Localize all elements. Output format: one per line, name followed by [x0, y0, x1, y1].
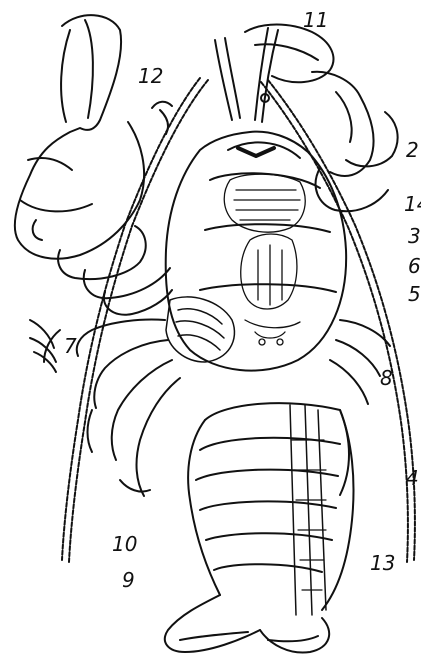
abdomen: [188, 403, 353, 615]
right-legs: [330, 320, 390, 404]
tail-fan: [165, 595, 329, 653]
label-9: 9: [122, 570, 135, 590]
label-14: 14: [404, 194, 421, 214]
right-claw: [245, 25, 398, 212]
label-3: 3: [408, 226, 421, 246]
internal-organs: [224, 174, 305, 345]
label-10: 10: [112, 534, 137, 554]
label-12: 12: [138, 66, 163, 86]
walking-legs: [30, 319, 180, 496]
label-13: 13: [370, 553, 395, 573]
antenna-right: [261, 80, 415, 562]
left-claw-joints: [58, 226, 172, 315]
left-claw: [15, 15, 144, 259]
label-5: 5: [408, 284, 421, 304]
label-11: 11: [303, 10, 328, 30]
label-7: 7: [64, 336, 77, 356]
label-4: 4: [406, 468, 419, 488]
label-6: 6: [408, 256, 421, 276]
label-8: 8: [380, 368, 393, 388]
label-2: 2: [406, 140, 419, 160]
